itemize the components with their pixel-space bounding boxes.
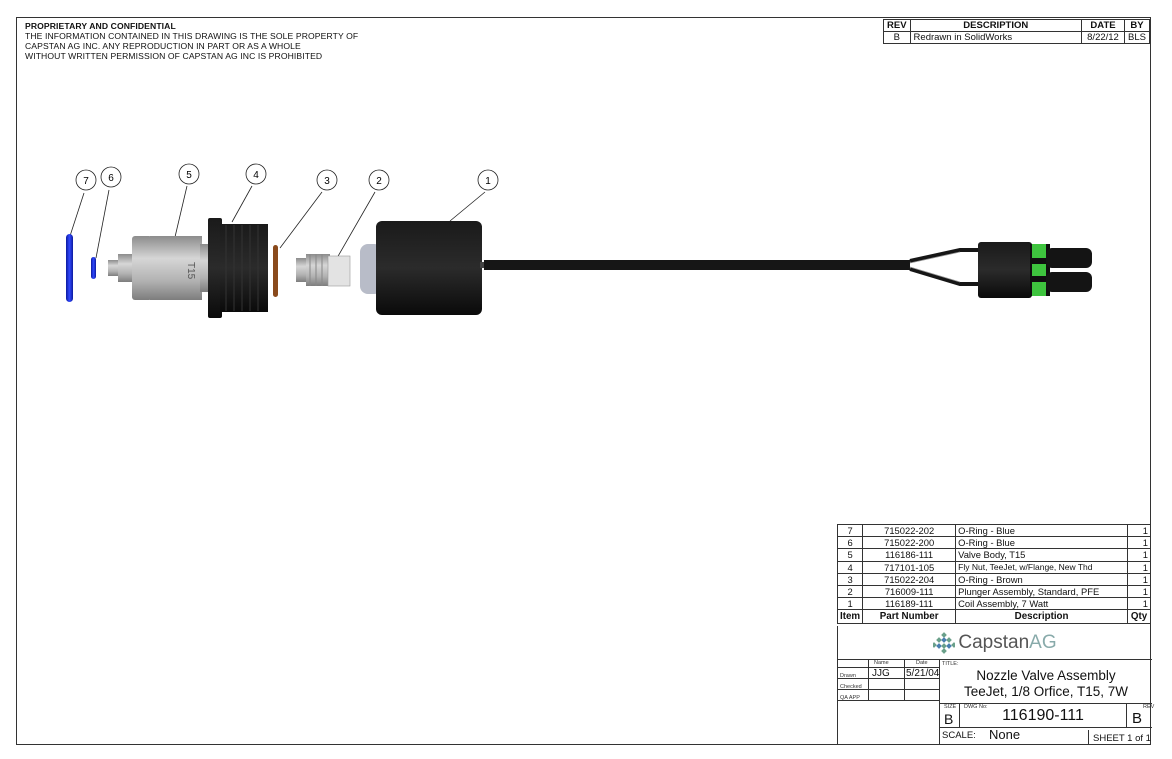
sheet-size: B: [944, 711, 954, 727]
svg-text:1: 1: [485, 176, 491, 187]
bom-row: 7 715022-202 O-Ring - Blue 1: [836, 523, 1151, 538]
valve-body-marking: T15: [185, 262, 196, 280]
balloon-3: 3: [316, 169, 338, 191]
bom-row: 1 116189-111 Coil Assembly, 7 Watt 1: [836, 597, 1151, 611]
valve-body: T15: [108, 236, 210, 300]
rev-description-cell: Redrawn in SolidWorks: [909, 31, 1083, 44]
bom-header-row: Item Part Number Description Qty: [836, 609, 1151, 625]
svg-text:4: 4: [253, 170, 259, 181]
bom-row: 3 715022-204 O-Ring - Brown 1: [836, 572, 1151, 586]
notice-heading: PROPRIETARY AND CONFIDENTIAL: [25, 21, 176, 31]
balloon-5: 5: [178, 163, 200, 185]
scale-label: SCALE:: [942, 730, 976, 741]
revision-letter: B: [1132, 710, 1143, 727]
approval-grid: Name Date Drawn JJG 5/21/04 Checked QA A…: [838, 660, 940, 745]
svg-text:7: 7: [83, 176, 89, 187]
notice-line: THE INFORMATION CONTAINED IN THIS DRAWIN…: [25, 31, 359, 41]
bom-row: 6 715022-200 O-Ring - Blue 1: [836, 536, 1151, 550]
qty-header: Qty: [1127, 609, 1151, 625]
item-header: Item: [836, 609, 864, 625]
logo-text: Capstan: [958, 631, 1030, 653]
checked-label: Checked: [840, 684, 862, 690]
oring-blue-small: [91, 257, 96, 279]
rev-by-cell: BLS: [1124, 31, 1150, 44]
bom-row: 5 116186-111 Valve Body, T15 1: [836, 548, 1151, 562]
confidentiality-notice: PROPRIETARY AND CONFIDENTIAL THE INFORMA…: [25, 21, 358, 61]
drawing-number: 116190-111: [1002, 707, 1084, 724]
description-header: Description: [955, 609, 1128, 625]
drawn-date: 5/21/04: [906, 668, 940, 679]
bill-of-materials: 7 715022-202 O-Ring - Blue 1 6 715022-20…: [836, 523, 1151, 625]
capstan-diamond-icon: [933, 631, 956, 654]
drawing-border: [16, 17, 1151, 745]
sheet-number: SHEET 1 of 1: [1093, 733, 1151, 744]
plunger-assembly: [296, 254, 351, 287]
title-line-1: Nozzle Valve Assembly: [976, 668, 1116, 683]
balloon-1: 1: [477, 169, 499, 191]
notice-line: WITHOUT WRITTEN PERMISSION OF CAPSTAN AG…: [25, 51, 323, 61]
logo-text-ag: AG: [1029, 631, 1057, 653]
bom-row: 2 716009-111 Plunger Assembly, Standard,…: [836, 584, 1151, 599]
balloon-4: 4: [245, 163, 267, 185]
part-number-header: Part Number: [862, 609, 957, 625]
coil-assembly: [360, 221, 1092, 315]
leader-lines: [69, 185, 486, 259]
balloon-6: 6: [100, 166, 122, 188]
oring-brown: [273, 245, 278, 297]
drawing-title: Nozzle Valve Assembly TeeJet, 1/8 Orfice…: [940, 668, 1152, 700]
svg-text:3: 3: [324, 176, 330, 187]
bom-row: 4 717101-105 Fly Nut, TeeJet, w/Flange, …: [836, 560, 1151, 574]
svg-text:2: 2: [376, 176, 382, 187]
svg-text:5: 5: [186, 170, 192, 181]
balloon-7: 7: [75, 169, 97, 191]
qa-label: QA APP: [840, 695, 860, 701]
revision-table: REV DESCRIPTION DATE BY B Redrawn in Sol…: [883, 19, 1150, 44]
balloon-2: 2: [368, 169, 390, 191]
fly-nut: [208, 218, 268, 318]
title-line-2: TeeJet, 1/8 Orfice, T15, 7W: [963, 684, 1129, 699]
notice-line: CAPSTAN AG INC. ANY REPRODUCTION IN PART…: [25, 41, 301, 51]
drawn-name: JJG: [872, 668, 890, 679]
scale-value: None: [989, 727, 1021, 742]
svg-text:6: 6: [108, 173, 114, 184]
drawn-label: Drawn: [840, 673, 856, 679]
title-label: TITLE:: [942, 661, 959, 667]
oring-blue-large: [66, 234, 73, 302]
